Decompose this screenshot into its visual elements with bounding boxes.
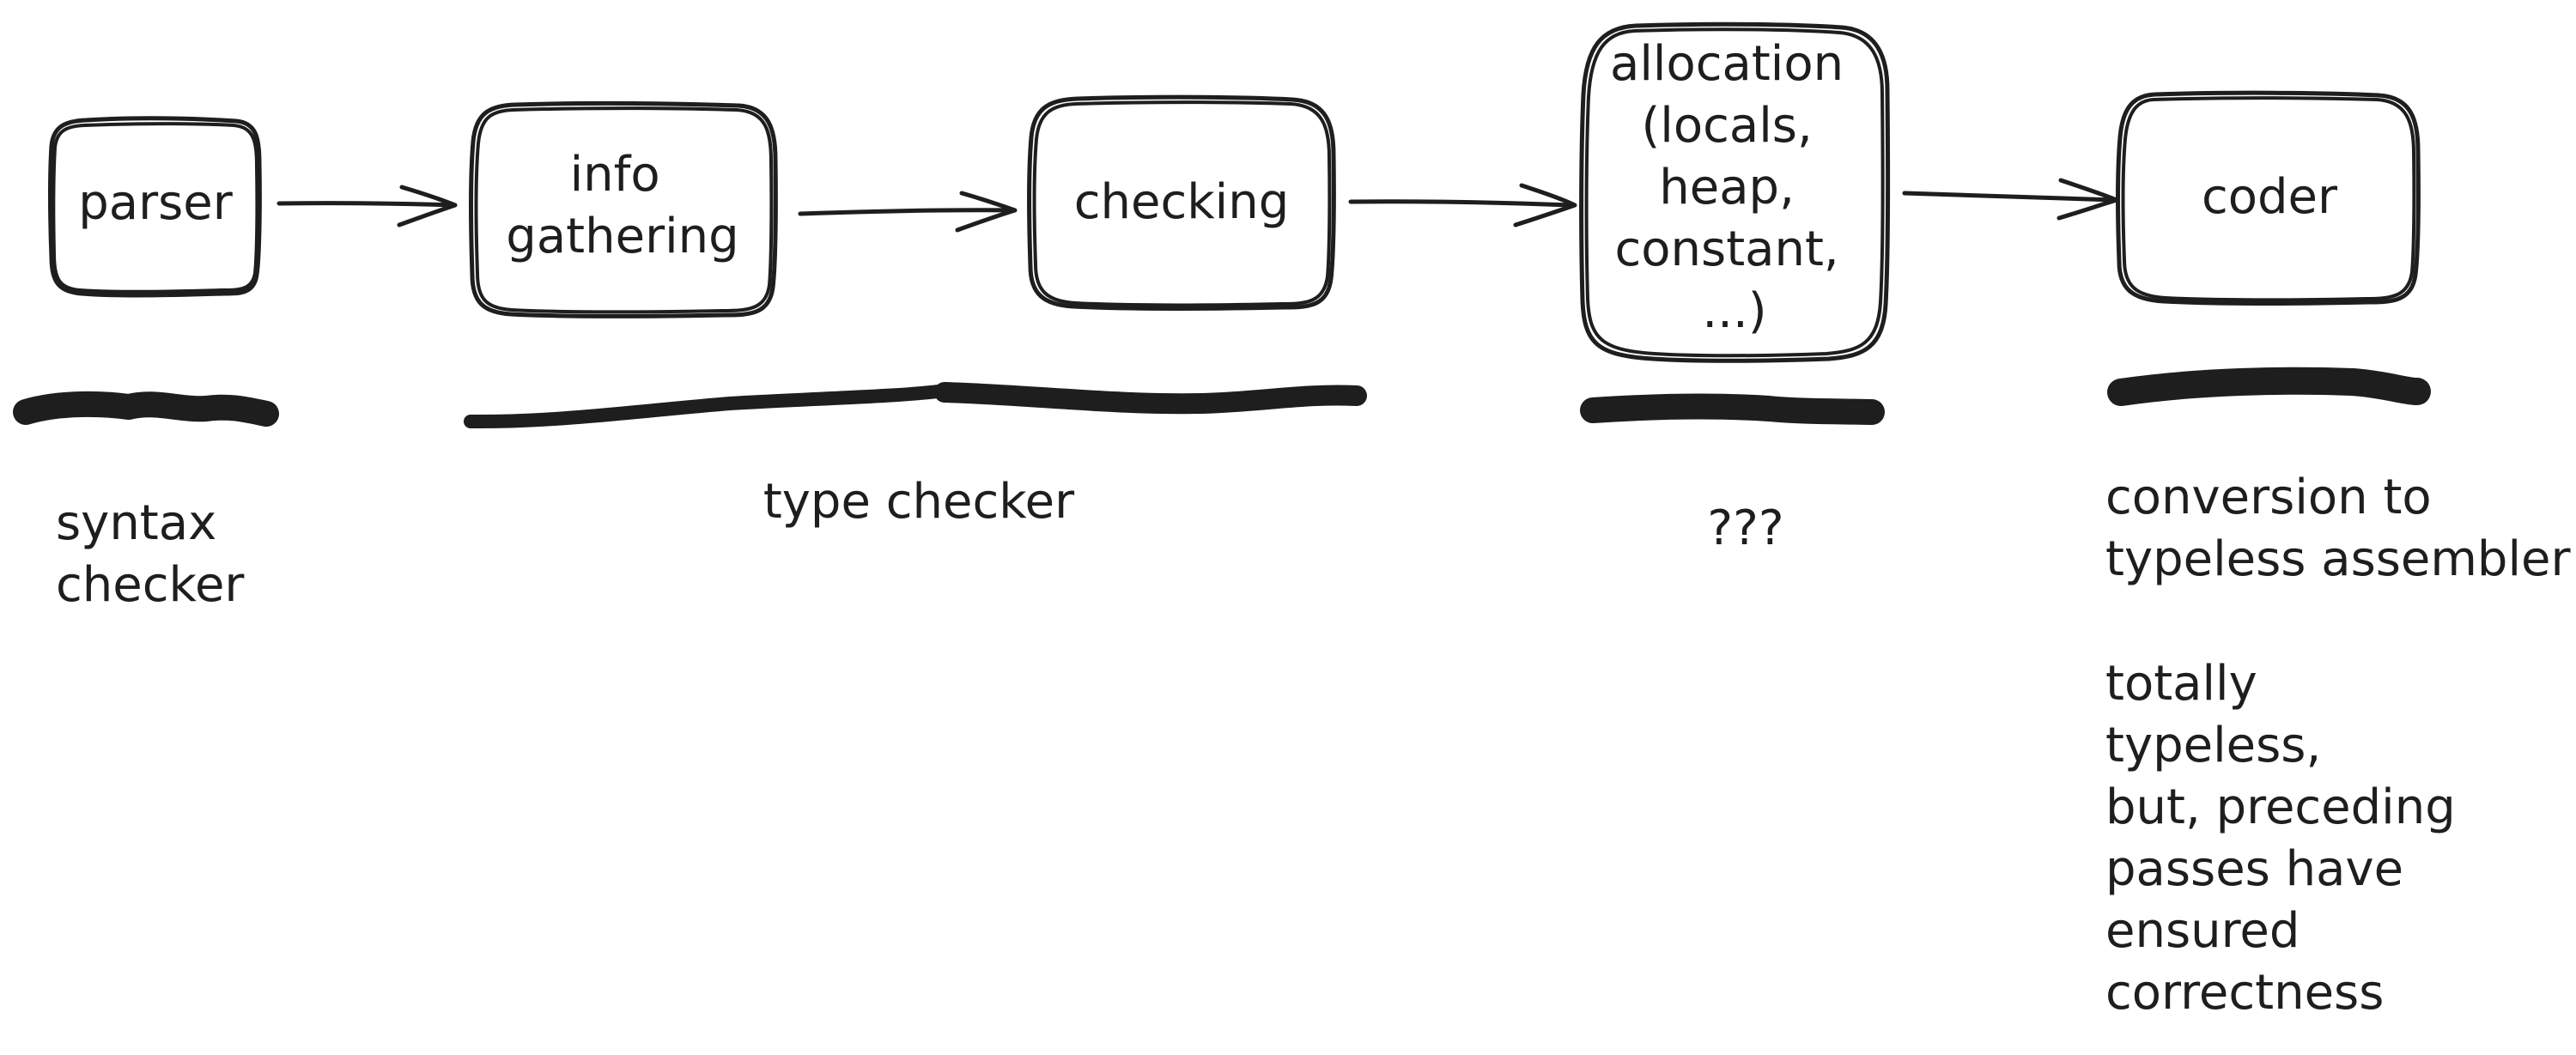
stage-label-line: (locals, <box>1641 98 1812 154</box>
stage-label-line: ...) <box>1702 283 1766 339</box>
note-type-checker: type checker <box>763 474 1075 530</box>
stage-box-info-gathering: info gathering <box>469 100 778 318</box>
underline-parser <box>13 391 279 427</box>
arrow-parser-to-info <box>276 185 458 227</box>
underline-coder <box>2107 367 2431 406</box>
stage-label-line: gathering <box>506 209 738 264</box>
note-line: passes have <box>2105 841 2403 897</box>
note-line: totally <box>2105 656 2257 712</box>
arrow-allocation-to-coder <box>1902 178 2119 221</box>
stage-label-line: allocation <box>1610 36 1844 92</box>
note-conversion: conversion to typeless assembler <box>2105 470 2571 587</box>
stage-label-info-gathering: info gathering <box>506 147 738 264</box>
note-line: typeless assembler <box>2105 531 2571 587</box>
note-unknown: ??? <box>1707 500 1783 556</box>
stage-label-line: heap, <box>1659 160 1795 215</box>
note-typeless: totally typeless, but, preceding passes … <box>2105 656 2471 1021</box>
stage-box-checking: checking <box>1027 94 1336 311</box>
stage-box-parser: parser <box>48 116 262 298</box>
stage-label-line: constant, <box>1614 221 1838 277</box>
note-line: typeless, <box>2105 718 2321 773</box>
stage-label-checking: checking <box>1074 174 1290 230</box>
note-syntax-checker: syntax checker <box>56 495 245 613</box>
arrow-checking-to-allocation <box>1348 183 1577 227</box>
stage-box-allocation: allocation (locals, heap, constant, ...) <box>1579 21 1891 363</box>
stage-label-coder: coder <box>2202 169 2338 225</box>
stage-label-allocation: allocation (locals, heap, constant, ...) <box>1610 36 1859 339</box>
note-line: but, preceding <box>2105 779 2456 835</box>
stage-label-line: info <box>570 147 660 203</box>
underline-type-checker <box>464 382 1367 429</box>
note-line: ensured <box>2105 903 2300 959</box>
underline-allocation <box>1580 393 1885 425</box>
stage-label-parser: parser <box>78 175 234 231</box>
note-line: syntax <box>56 495 216 551</box>
note-line: checker <box>56 557 245 613</box>
arrow-info-to-checking <box>798 191 1018 233</box>
stage-box-coder: coder <box>2116 90 2421 306</box>
note-line: correctness <box>2105 965 2384 1021</box>
note-line: conversion to <box>2105 470 2432 525</box>
